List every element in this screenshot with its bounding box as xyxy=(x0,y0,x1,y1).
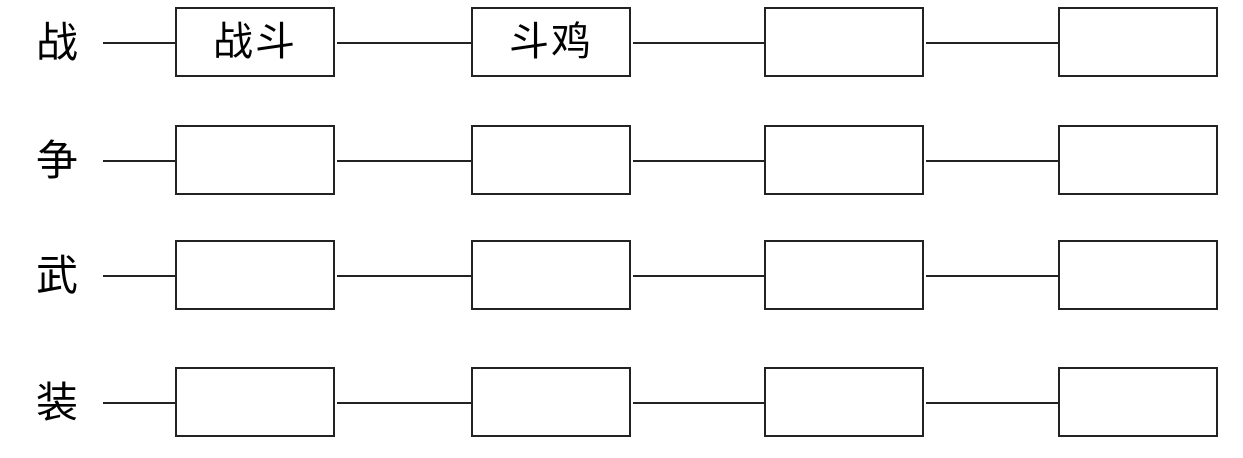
chain-row: 战 战斗 斗鸡 xyxy=(0,3,1243,83)
word-box-blank[interactable] xyxy=(1058,125,1218,195)
chain-row: 装 xyxy=(0,363,1243,443)
connector-line xyxy=(633,42,764,44)
word-box-blank[interactable] xyxy=(1058,7,1218,77)
connector-line xyxy=(337,275,471,277)
connector-line xyxy=(926,42,1058,44)
word-box-blank[interactable] xyxy=(471,125,631,195)
word-box-filled: 战斗 xyxy=(175,7,335,77)
connector-line xyxy=(337,402,471,404)
start-character: 武 xyxy=(35,251,78,300)
connector-line xyxy=(926,160,1058,162)
word-box-blank[interactable] xyxy=(471,367,631,437)
connector-line xyxy=(633,160,764,162)
chain-row: 争 xyxy=(0,121,1243,201)
word-box-blank[interactable] xyxy=(1058,367,1218,437)
word-box-blank[interactable] xyxy=(175,125,335,195)
word-box-blank[interactable] xyxy=(471,240,631,310)
connector-line xyxy=(337,42,471,44)
connector-line xyxy=(103,160,175,162)
start-character: 争 xyxy=(35,136,78,185)
connector-line xyxy=(633,275,764,277)
connector-line xyxy=(926,402,1058,404)
connector-line xyxy=(103,275,175,277)
word-box-blank[interactable] xyxy=(175,240,335,310)
connector-line xyxy=(633,402,764,404)
start-character: 战 xyxy=(35,18,78,67)
start-character: 装 xyxy=(35,378,78,427)
word-box-blank[interactable] xyxy=(764,367,924,437)
word-box-blank[interactable] xyxy=(764,125,924,195)
word-box-blank[interactable] xyxy=(1058,240,1218,310)
connector-line xyxy=(103,42,175,44)
connector-line xyxy=(926,275,1058,277)
word-box-blank[interactable] xyxy=(764,7,924,77)
word-box-blank[interactable] xyxy=(764,240,924,310)
connector-line xyxy=(103,402,175,404)
chain-row: 武 xyxy=(0,236,1243,316)
word-box-blank[interactable] xyxy=(175,367,335,437)
connector-line xyxy=(337,160,471,162)
word-box-filled: 斗鸡 xyxy=(471,7,631,77)
